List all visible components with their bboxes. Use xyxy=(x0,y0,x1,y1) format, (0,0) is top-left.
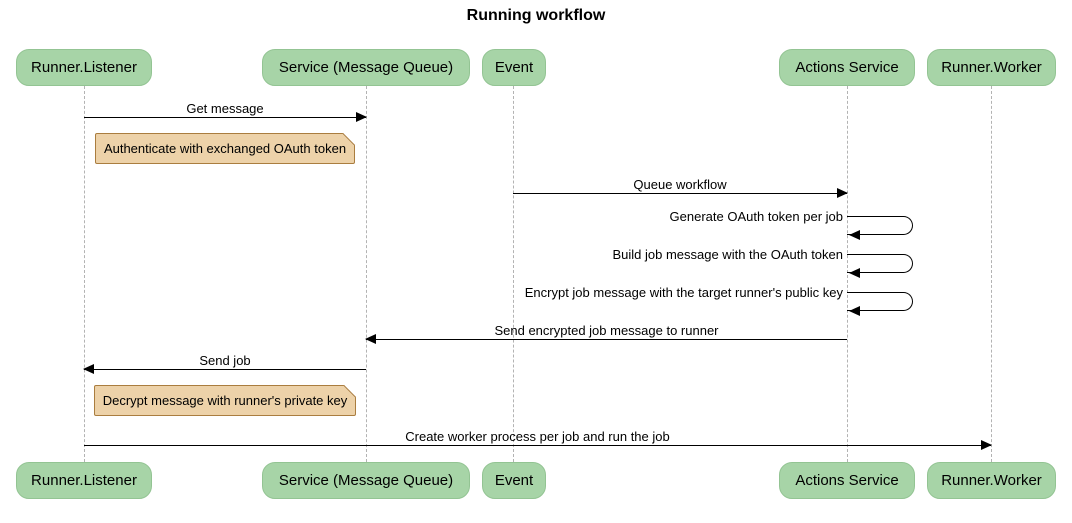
actor-actions-service-bottom: Actions Service xyxy=(779,462,915,499)
actor-runner-worker-top: Runner.Worker xyxy=(927,49,1056,86)
arrowhead-right-icon xyxy=(356,112,367,122)
message-line xyxy=(84,445,991,446)
message-line xyxy=(513,193,847,194)
arrowhead-left-icon xyxy=(849,230,860,240)
lifeline-actions-service xyxy=(847,86,848,462)
message-label: Queue workflow xyxy=(633,177,727,192)
lifeline-service-message-queue xyxy=(366,86,367,462)
actor-runner-worker-bottom: Runner.Worker xyxy=(927,462,1056,499)
message-queue-workflow: Queue workflow xyxy=(513,177,848,198)
message-get-message: Get message xyxy=(84,101,367,122)
self-message-build-job-message-loop xyxy=(847,254,913,273)
message-send-encrypted-job-message: Send encrypted job message to runner xyxy=(365,323,847,344)
message-label: Create worker process per job and run th… xyxy=(405,429,670,444)
self-message-encrypt-job-message-loop xyxy=(847,292,913,311)
arrowhead-left-icon xyxy=(849,268,860,278)
message-send-job: Send job xyxy=(83,353,366,374)
actor-service-message-queue-top: Service (Message Queue) xyxy=(262,49,470,86)
self-message-build-job-message-label: Build job message with the OAuth token xyxy=(612,247,843,262)
note-label: Authenticate with exchanged OAuth token xyxy=(103,141,347,156)
self-message-generate-oauth-token-loop xyxy=(847,216,913,235)
note-authenticate-oauth: Authenticate with exchanged OAuth token xyxy=(95,122,366,164)
arrowhead-right-icon xyxy=(981,440,992,450)
self-message-generate-oauth-token-label: Generate OAuth token per job xyxy=(669,209,843,224)
actor-event-bottom: Event xyxy=(482,462,546,499)
note-decrypt-message: Decrypt message with runner's private ke… xyxy=(94,374,367,416)
message-line xyxy=(366,339,847,340)
actor-event-top: Event xyxy=(482,49,546,86)
actor-actions-service-top: Actions Service xyxy=(779,49,915,86)
self-message-encrypt-job-message-label: Encrypt job message with the target runn… xyxy=(524,285,843,300)
arrowhead-left-icon xyxy=(849,306,860,316)
note-label: Decrypt message with runner's private ke… xyxy=(102,393,348,408)
message-label: Get message xyxy=(186,101,264,116)
arrowhead-left-icon xyxy=(365,334,376,344)
lifeline-runner-worker xyxy=(991,86,992,462)
message-line xyxy=(84,369,366,370)
arrowhead-right-icon xyxy=(837,188,848,198)
message-label: Send job xyxy=(199,353,251,368)
actor-runner-listener-bottom: Runner.Listener xyxy=(16,462,152,499)
diagram-title: Running workflow xyxy=(466,7,606,24)
message-label: Send encrypted job message to runner xyxy=(494,323,719,338)
lifeline-runner-listener xyxy=(84,86,85,462)
message-line xyxy=(84,117,366,118)
lifeline-event xyxy=(513,86,514,462)
message-create-worker-process: Create worker process per job and run th… xyxy=(84,429,992,450)
arrowhead-left-icon xyxy=(83,364,94,374)
note-fold-icon xyxy=(342,122,366,146)
actor-runner-listener-top: Runner.Listener xyxy=(16,49,152,86)
actor-service-message-queue-bottom: Service (Message Queue) xyxy=(262,462,470,499)
